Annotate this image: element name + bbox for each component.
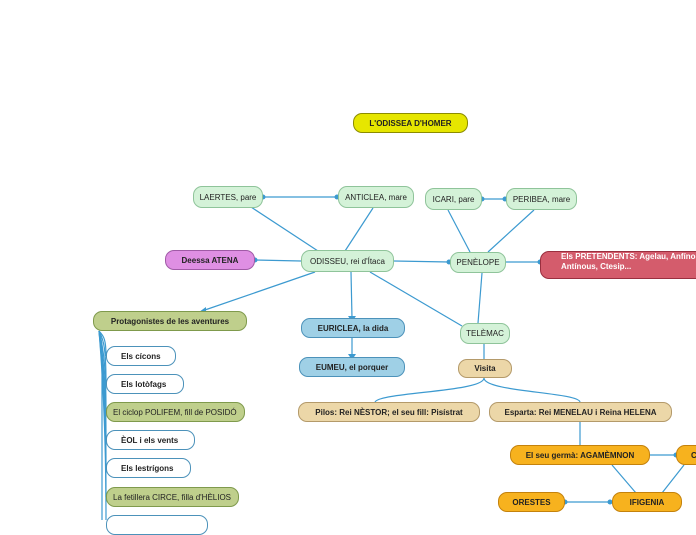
adventure-partial[interactable] [106,515,208,535]
eumeu-node[interactable]: EUMEU, el porquer [299,357,405,377]
adventure-eol[interactable]: ÈOL i els vents [106,430,195,450]
link-visita-menelau [483,377,581,403]
link-odisseu-euriclea [350,271,353,319]
adventure-lotofags[interactable]: Els lotòfags [106,374,184,394]
peribea-node[interactable]: PERIBEA, mare [506,188,577,210]
pretendents-line-2: Antínous, Ctesip... [561,262,632,271]
odisseu-node[interactable]: ODISSEU, rei d'Ítaca [301,250,394,272]
protagonistes-node[interactable]: Protagonistes de les aventures [93,311,247,331]
link-agamemnon-ifigenia [611,464,637,494]
link-odisseu-penelope [393,260,450,263]
title-node[interactable]: L'ODISSEA D'HOMER [353,113,468,133]
link-c-ifigenia [661,464,685,494]
laertes-node[interactable]: LAERTES, pare [193,186,263,208]
atena-node[interactable]: Deessa ATENA [165,250,255,270]
connector-lines [98,194,685,520]
link-odisseu-telemac [369,271,463,327]
anticlea-node[interactable]: ANTICLEA, mare [338,186,414,208]
link-odisseu-anticlea [344,207,374,252]
adventure-circe[interactable]: La fetillera CIRCE, filla d'HÈLIOS [106,487,239,507]
link-penelope-telemac [477,272,483,324]
adventure-cicons[interactable]: Els cícons [106,346,176,366]
link-odisseu-protagonistes [201,271,316,312]
link-penelope-icari [447,209,471,253]
visita-node[interactable]: Visita [458,359,512,378]
pretendents-line-1: Els PRETENDENTS: Agelau, Anfínom, [561,252,696,261]
link-odisseu-atena [254,259,302,262]
icari-node[interactable]: ICARI, pare [425,188,482,210]
telemac-node[interactable]: TELÈMAC [460,323,510,344]
pretendents-node[interactable]: Els PRETENDENTS: Agelau, Anfínom, Antíno… [540,251,696,279]
agamemnon-node[interactable]: El seu germà: AGAMÈMNON [510,445,650,465]
orestes-node[interactable]: ORESTES [498,492,565,512]
partial-c-node[interactable]: C [676,445,696,465]
menelau-node[interactable]: Esparta: Rei MENELAU i Reina HELENA [489,402,672,422]
link-penelope-peribea [487,209,535,253]
adventure-polifem[interactable]: El ciclop POLIFEM, fill de POSIDÓ [106,402,245,422]
penelope-node[interactable]: PENÈLOPE [450,252,506,273]
euriclea-node[interactable]: EURICLEA, la dida [301,318,405,338]
nestor-node[interactable]: Pilos: Rei NÈSTOR; el seu fill: Pisístra… [298,402,480,422]
link-visita-nestor [374,377,485,403]
ifigenia-node[interactable]: IFIGENIA [612,492,682,512]
adventure-lestrigons[interactable]: Els lestrígons [106,458,191,478]
link-odisseu-laertes [250,206,319,252]
